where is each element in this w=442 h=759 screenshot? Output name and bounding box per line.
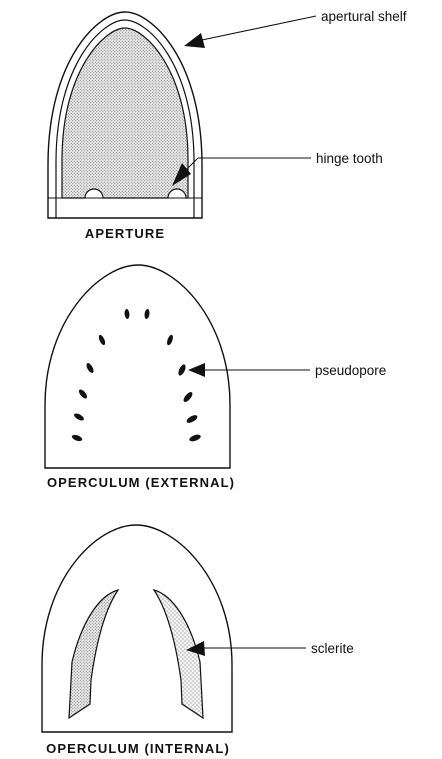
operculum-external-figure: pseudopore OPERCULUM (EXTERNAL) (45, 265, 386, 490)
apertural-shelf-arrowhead (184, 33, 205, 48)
operculum-internal-figure: sclerite OPERCULUM (INTERNAL) (42, 525, 354, 756)
operculum-external-caption: OPERCULUM (EXTERNAL) (47, 475, 235, 490)
operculum-internal-caption: OPERCULUM (INTERNAL) (46, 741, 230, 756)
aperture-caption: APERTURE (85, 226, 165, 241)
aperture-figure: apertural shelf hinge tooth APERTURE (48, 9, 407, 241)
hinge-tooth-label: hinge tooth (316, 151, 383, 166)
apertural-shelf-label: apertural shelf (321, 9, 407, 24)
sclerite-label: sclerite (311, 641, 354, 656)
apertural-shelf-leader (202, 16, 316, 40)
pseudopore-label: pseudopore (315, 363, 386, 378)
